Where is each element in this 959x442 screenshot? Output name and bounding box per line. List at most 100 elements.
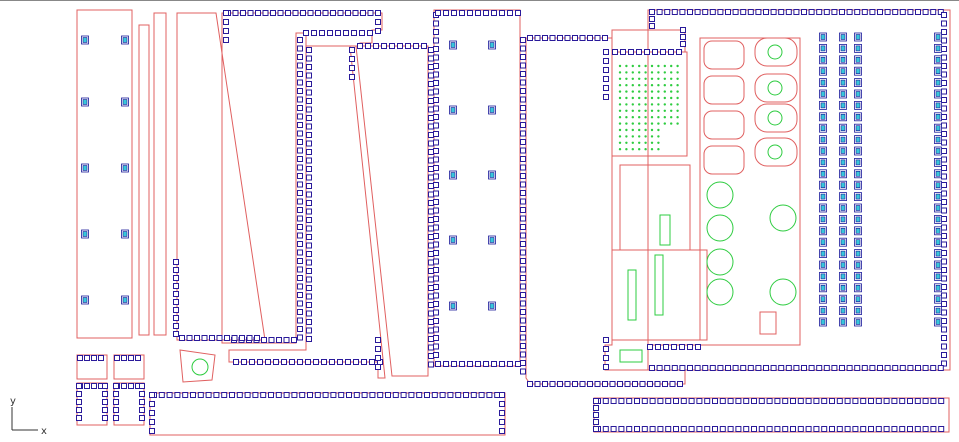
joint-tab [149,410,155,416]
joint-tab [937,365,944,371]
part-tall-panel[interactable] [355,45,429,377]
joint-tab [306,149,312,155]
joint-tab [297,292,303,298]
joint-tab [688,426,695,432]
joint-tab [941,173,947,180]
joint-tab [361,359,367,365]
joint-tab [194,335,200,341]
joint-tab [306,89,312,96]
mount-hole-fill [820,68,826,74]
joint-tab [719,426,726,432]
joint-tab [306,319,312,325]
joint-tab [433,114,439,120]
joint-tab [428,132,434,138]
part-strip-2[interactable] [153,12,167,336]
joint-tab [186,335,193,341]
joint-tab [233,359,239,365]
mount-hole-fill [840,262,846,268]
mount-hole-fill [122,297,128,303]
part-motor-mount[interactable] [179,349,216,383]
joint-tab [433,97,439,103]
joint-tab [930,398,937,404]
joint-tab [307,10,314,16]
mount-hole-fill [450,172,456,178]
perforation-dot [670,64,673,68]
mount-hole-fill [935,159,941,166]
mount-hole-fill [820,114,826,120]
joint-tab [808,365,815,371]
joint-tab [852,426,859,432]
joint-tab [603,67,609,73]
part-component-board[interactable] [647,37,801,346]
joint-tab [725,365,731,371]
joint-tab [433,352,439,358]
part-center-panel[interactable] [433,9,521,367]
joint-tab [617,381,623,387]
perforation-dot [625,109,628,113]
mount-hole-fill [820,91,826,97]
perforation-dot [663,84,666,87]
part-bottom-strip[interactable] [149,392,506,436]
joint-tab [297,258,303,264]
perforation-dot [670,103,673,106]
part-base-frame[interactable] [525,29,686,385]
joint-tab [520,105,526,111]
joint-tab [306,217,312,223]
perforation-dot [650,71,654,74]
joint-tab [534,381,541,387]
mount-hole-fill [855,68,861,74]
joint-tab [306,234,312,240]
joint-tab [261,337,267,343]
joint-tab [353,392,360,398]
joint-tab [868,426,874,432]
joint-tab [520,249,526,256]
joint-tab [709,365,716,371]
joint-tab [306,200,312,206]
joint-tab [793,9,800,15]
joint-tab [609,381,616,387]
part-bracket[interactable] [619,164,691,251]
component-housing [703,40,745,70]
part-mount-plate[interactable] [611,249,708,341]
joint-tab [507,361,513,367]
joint-tab [475,10,481,16]
joint-tab [732,365,739,371]
joint-tab [297,122,303,128]
perforation-dot [657,77,660,81]
joint-tab [433,241,439,248]
part-panel-left[interactable] [76,9,133,339]
part-perforated-plate[interactable] [611,51,688,157]
perforation-dot [618,96,622,100]
joint-tab [314,392,321,398]
part-tapered-panel[interactable] [176,12,266,341]
perforation-dot [618,141,622,144]
joint-tab [221,392,228,398]
joint-tab [149,392,155,398]
joint-tab [520,326,526,332]
part-right-panel[interactable] [647,9,951,371]
joint-tab [930,426,937,432]
joint-tab [808,9,815,15]
mount-hole-fill [820,296,826,303]
joint-tab [373,43,379,49]
mount-hole-fill [935,193,941,200]
joint-tab [520,266,526,273]
joint-tab [941,352,947,358]
perforation-dot [663,90,666,93]
perforation-dot [676,109,679,113]
part-strip-1[interactable] [138,24,150,336]
mount-hole-fill [122,99,128,105]
joint-tab [941,122,947,129]
mount-hole-fill [855,125,861,131]
perforation-dot [663,122,666,125]
joint-tab [696,426,703,432]
joint-tab [173,291,179,297]
joint-tab [433,292,439,299]
perforation-dot [676,71,679,74]
joint-tab [313,359,319,365]
joint-tab [941,309,947,316]
joint-tab [774,426,781,432]
joint-tab [610,426,617,432]
